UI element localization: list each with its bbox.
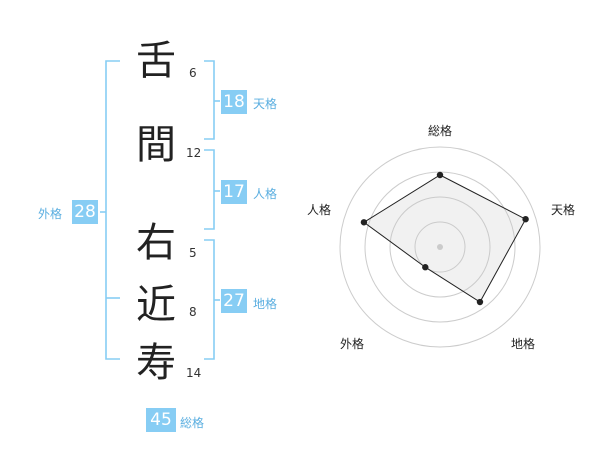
gaikaku-value: 28 <box>72 200 98 224</box>
radar-axis-label-chikaku: 地格 <box>511 337 536 351</box>
chikaku-label: 地格 <box>253 297 278 311</box>
name-char-2: 間 <box>136 122 176 168</box>
radar-series-polygon <box>363 174 527 303</box>
gaikaku-label: 外格 <box>38 207 63 221</box>
radar-point-5 <box>360 219 368 226</box>
stroke-count-3: 5 <box>189 246 197 260</box>
tenkaku-label: 天格 <box>253 97 278 111</box>
name-char-5: 寿 <box>136 340 176 386</box>
radar-ring <box>339 146 541 348</box>
radar-point-4 <box>422 264 429 271</box>
stroke-count-2: 12 <box>186 146 202 160</box>
name-char-3: 右 <box>136 220 176 266</box>
radar-axis-label-soukaku: 総格 <box>428 124 453 138</box>
tenkaku-value: 18 <box>221 90 247 114</box>
radar-axis-label-tenkaku: 天格 <box>551 203 576 217</box>
radar-center <box>437 244 443 250</box>
radar-axis-label-gaikaku: 外格 <box>340 337 365 351</box>
soukaku-label: 総格 <box>180 416 205 430</box>
soukaku-value: 45 <box>146 408 176 432</box>
jinkaku-label: 人格 <box>253 187 278 201</box>
tenkaku-bracket <box>204 60 215 140</box>
radar-ring <box>414 221 466 273</box>
radar-ring <box>389 196 491 298</box>
radar-point-2 <box>522 215 529 223</box>
radar-point-3 <box>476 298 484 306</box>
jinkaku-value: 17 <box>221 180 247 204</box>
gaikaku-bracket <box>105 60 120 360</box>
stroke-count-1: 6 <box>189 66 197 80</box>
jinkaku-bracket <box>204 149 215 230</box>
name-char-4: 近 <box>136 282 176 328</box>
stroke-count-4: 8 <box>189 305 197 319</box>
radar-point-1 <box>436 171 444 179</box>
radar-axis-label-jinkaku: 人格 <box>307 203 332 217</box>
stroke-count-5: 14 <box>186 366 202 380</box>
chikaku-value: 27 <box>221 289 247 313</box>
name-char-1: 舌 <box>136 38 176 84</box>
